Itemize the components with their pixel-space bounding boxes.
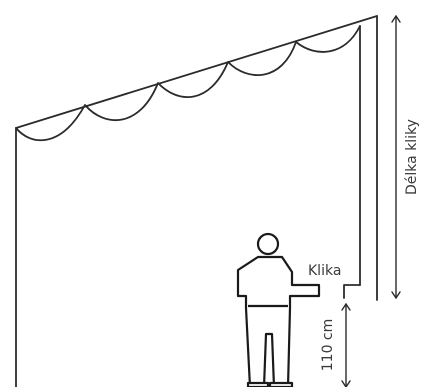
person-figure — [236, 232, 321, 387]
crank-handle — [343, 284, 361, 299]
awning-valance — [15, 25, 361, 142]
handle-label: Klika — [308, 263, 341, 279]
awning-top-edge — [15, 15, 378, 129]
crank-length-dimension — [391, 15, 401, 299]
height-label: 110 cm — [320, 319, 336, 372]
crank-length-label: Délka kliky — [404, 119, 420, 195]
height-dimension — [341, 303, 351, 387]
